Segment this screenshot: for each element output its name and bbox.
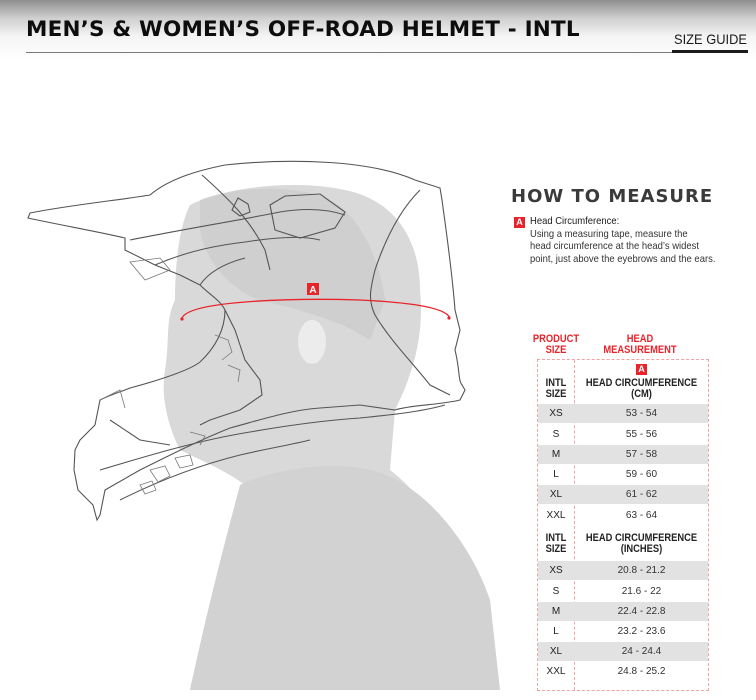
marker-a-badge: A	[636, 364, 647, 375]
header-line: HEAD CIRCUMFERENCE	[585, 377, 698, 389]
size-cell: L	[553, 626, 559, 637]
size-cell: S	[552, 429, 560, 440]
measurement-cell: 59 - 60	[625, 469, 658, 480]
size-cell: XL	[549, 489, 563, 500]
table-row: XL 61 - 62	[538, 485, 708, 504]
header-line: HEAD CIRCUMFERENCE	[585, 532, 698, 544]
measurement-cell: 53 - 54	[625, 408, 658, 419]
table-row: XXL 24.8 - 25.2	[538, 662, 708, 681]
table-row: S 55 - 56	[538, 425, 708, 444]
header-line: SIZE	[545, 387, 567, 400]
marker-a-badge: A	[514, 217, 525, 228]
header-line: HEAD	[626, 333, 654, 345]
measurement-cell: 24 - 24.4	[621, 646, 662, 657]
head-measurement-column-header: HEAD MEASUREMENT	[593, 334, 687, 356]
header-line: (CM)	[631, 387, 652, 400]
size-guide-link[interactable]: SIZE GUIDE	[674, 31, 748, 47]
header-line: (INCHES)	[620, 542, 663, 555]
table-row: M 57 - 58	[538, 445, 708, 464]
measurement-cell: 21.6 - 22	[621, 586, 662, 597]
size-table: A INTL SIZE HEAD CIRCUMFERENCE (CM) XS 53…	[537, 359, 709, 691]
measurement-cell: 20.8 - 21.2	[617, 565, 666, 576]
measurement-cell: 61 - 62	[625, 489, 658, 500]
title-divider	[26, 52, 748, 53]
header-line: MEASUREMENT	[603, 344, 677, 356]
header-bar	[0, 0, 756, 60]
header-line: SIZE	[545, 344, 567, 356]
table-row: XS 53 - 54	[538, 404, 708, 423]
size-cell: M	[551, 606, 561, 617]
size-cell: XL	[549, 646, 563, 657]
ear-shape	[298, 320, 326, 364]
circumference-inches-header: HEAD CIRCUMFERENCE (INCHES)	[585, 533, 698, 554]
measurement-cell: 57 - 58	[625, 449, 658, 460]
measurement-cell: 55 - 56	[625, 429, 658, 440]
header-line: INTL	[545, 532, 567, 544]
header-line: PRODUCT	[532, 333, 580, 345]
header-line: SIZE	[545, 542, 567, 555]
size-cell: L	[553, 469, 559, 480]
measurement-line	[181, 298, 451, 319]
size-cell: XXL	[546, 666, 566, 677]
how-to-measure-instructions: Head Circumference: Using a measuring ta…	[530, 215, 728, 265]
size-cell: XS	[549, 408, 563, 419]
marker-a-icon	[307, 283, 319, 295]
size-cell: XXL	[546, 510, 566, 521]
helmet-line-drawing	[27, 160, 466, 522]
measurement-cell: 63 - 64	[625, 510, 658, 521]
helmet-measure-illustration: A	[27, 160, 500, 690]
size-cell: S	[552, 586, 560, 597]
measurement-cell: 23.2 - 23.6	[617, 626, 666, 637]
instruction-line: Using a measuring tape, measure the	[530, 227, 688, 240]
how-to-measure-title: HOW TO MEASURE	[511, 186, 714, 207]
product-size-column-header: PRODUCT SIZE	[531, 334, 580, 356]
size-cell: XS	[549, 565, 563, 576]
instruction-line: point, just above the eyebrows and the e…	[530, 252, 716, 265]
table-row: XL 24 - 24.4	[538, 642, 708, 661]
page-title: MEN’S & WOMEN’S OFF-ROAD HELMET - INTL	[26, 17, 580, 42]
size-cell: M	[551, 449, 561, 460]
svg-text:A: A	[309, 285, 316, 296]
table-row: L 59 - 60	[538, 465, 708, 484]
measure-label: Head Circumference:	[530, 215, 620, 227]
intl-size-header: INTL SIZE	[541, 533, 572, 554]
table-row: S 21.6 - 22	[538, 582, 708, 601]
measurement-cell: 24.8 - 25.2	[617, 666, 666, 677]
instruction-line: head circumference at the head’s widest	[530, 240, 699, 253]
table-row: XS 20.8 - 21.2	[538, 561, 708, 580]
table-row: L 23.2 - 23.6	[538, 622, 708, 641]
table-row: M 22.4 - 22.8	[538, 602, 708, 621]
circumference-cm-header: HEAD CIRCUMFERENCE (CM)	[585, 378, 698, 399]
column-divider	[574, 360, 575, 690]
size-guide-active-underline	[672, 50, 748, 53]
header-line: INTL	[545, 377, 567, 389]
intl-size-header: INTL SIZE	[541, 378, 572, 399]
table-row: XXL 63 - 64	[538, 506, 708, 525]
measurement-cell: 22.4 - 22.8	[617, 606, 666, 617]
